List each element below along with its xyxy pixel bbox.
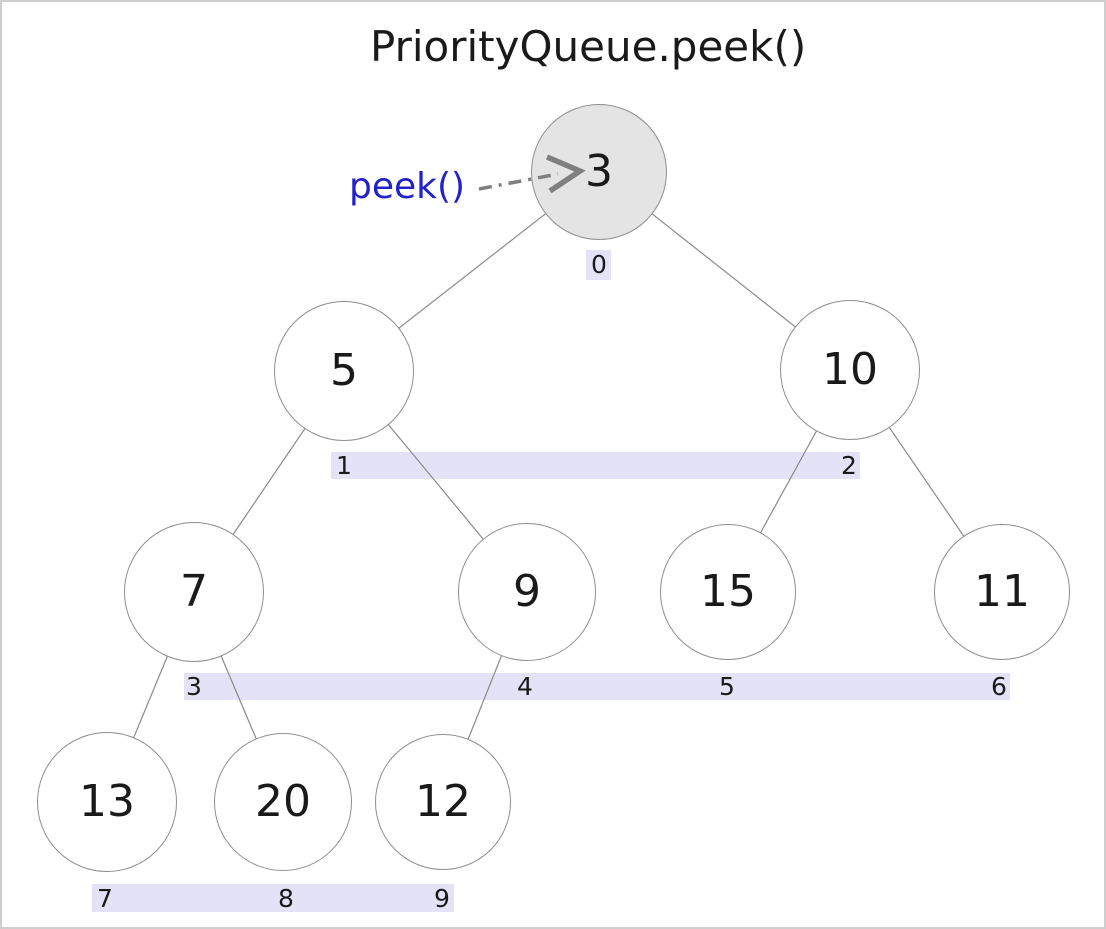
heap-node-5-value: 15 xyxy=(700,566,756,617)
heap-node-4-value: 9 xyxy=(513,566,541,617)
heap-node-3-value: 7 xyxy=(180,566,208,617)
heap-node-4: 9 xyxy=(458,523,596,661)
heap-node-7-value: 13 xyxy=(79,776,135,827)
heap-node-6: 11 xyxy=(934,524,1070,660)
heap-index-9: 9 xyxy=(434,884,450,913)
heap-node-5: 15 xyxy=(660,524,796,660)
heap-node-0-value: 3 xyxy=(585,146,613,197)
heap-node-0: 3 xyxy=(531,104,667,240)
heap-index-7: 7 xyxy=(97,884,113,913)
heap-node-3: 7 xyxy=(124,522,264,662)
heap-node-1-value: 5 xyxy=(330,345,358,396)
heap-index-2: 2 xyxy=(841,451,857,480)
heap-node-7: 13 xyxy=(37,732,177,872)
heap-node-6-value: 11 xyxy=(974,566,1030,617)
heap-node-9: 12 xyxy=(375,734,511,870)
heap-index-8: 8 xyxy=(278,884,294,913)
index-strip-row-2 xyxy=(184,673,1010,700)
heap-node-8: 20 xyxy=(214,733,352,871)
heap-node-2-value: 10 xyxy=(822,344,878,395)
index-strip-row-1 xyxy=(331,452,860,479)
peek-label: peek() xyxy=(349,166,466,207)
heap-node-2: 10 xyxy=(780,300,920,440)
heap-index-3: 3 xyxy=(186,672,202,701)
heap-node-1: 5 xyxy=(274,301,414,441)
index-strip-row-3 xyxy=(92,884,454,912)
heap-index-5: 5 xyxy=(719,672,735,701)
heap-node-9-value: 12 xyxy=(415,776,471,827)
heap-index-4: 4 xyxy=(517,672,533,701)
heap-index-1: 1 xyxy=(336,451,352,480)
diagram-title: PriorityQueue.peek() xyxy=(370,22,807,71)
heap-index-0: 0 xyxy=(591,250,607,279)
heap-index-6: 6 xyxy=(991,672,1007,701)
heap-node-8-value: 20 xyxy=(255,776,311,827)
